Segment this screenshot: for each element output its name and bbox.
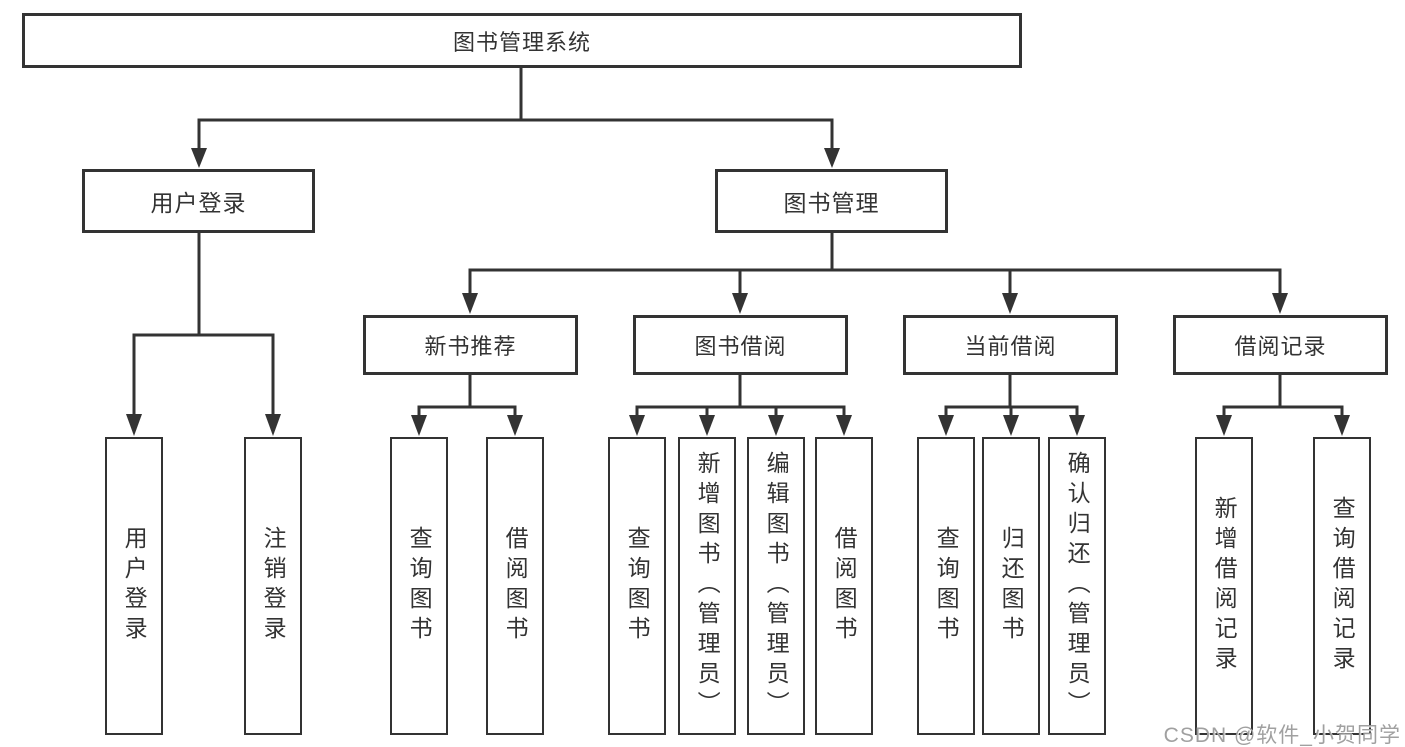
connector-borrow-record-split xyxy=(1216,375,1350,436)
leaf-br-query-borrow-record: 查询借阅记录 xyxy=(1313,437,1371,735)
leaf-cb-return-book-label: 归还图书 xyxy=(998,526,1025,646)
leaf-cb-confirm-return-admin: 确认归还（管理员） xyxy=(1048,437,1106,735)
leaf-nb-borrow-book-label: 借阅图书 xyxy=(502,526,529,646)
leaf-user-login: 用户登录 xyxy=(105,437,163,735)
leaf-bb-edit-book-admin: 编辑图书（管理员） xyxy=(747,437,805,735)
node-root-system: 图书管理系统 xyxy=(22,13,1022,68)
leaf-br-add-borrow-record-label: 新增借阅记录 xyxy=(1211,496,1238,676)
leaf-nb-query-book-label: 查询图书 xyxy=(406,526,433,646)
leaf-br-add-borrow-record: 新增借阅记录 xyxy=(1195,437,1253,735)
node-borrow-records: 借阅记录 xyxy=(1173,315,1388,375)
node-current-borrow: 当前借阅 xyxy=(903,315,1118,375)
leaf-nb-borrow-book: 借阅图书 xyxy=(486,437,544,735)
connector-book-borrow-split xyxy=(629,375,852,436)
connector-current-borrow-split xyxy=(938,375,1085,436)
leaf-cb-return-book: 归还图书 xyxy=(982,437,1040,735)
node-user-login: 用户登录 xyxy=(82,169,315,233)
csdn-watermark: CSDN @软件_小贺同学 xyxy=(1163,724,1401,747)
leaf-br-query-borrow-record-label: 查询借阅记录 xyxy=(1329,496,1356,676)
leaf-bb-query-book: 查询图书 xyxy=(608,437,666,735)
leaf-cb-query-book: 查询图书 xyxy=(917,437,975,735)
leaf-bb-borrow-book: 借阅图书 xyxy=(815,437,873,735)
leaf-bb-edit-book-admin-label: 编辑图书（管理员） xyxy=(763,451,790,721)
leaf-nb-query-book: 查询图书 xyxy=(390,437,448,735)
connector-user-login-split xyxy=(126,233,281,436)
node-new-book-recommend: 新书推荐 xyxy=(363,315,578,375)
leaf-bb-add-book-admin-label: 新增图书（管理员） xyxy=(694,451,721,721)
leaf-cb-confirm-return-admin-label: 确认归还（管理员） xyxy=(1064,451,1091,721)
connector-root-to-level2 xyxy=(191,68,840,168)
leaf-cb-query-book-label: 查询图书 xyxy=(933,526,960,646)
connector-new-book-split xyxy=(411,375,523,436)
leaf-logout-login: 注销登录 xyxy=(244,437,302,735)
connector-book-management-split xyxy=(462,233,1288,314)
leaf-bb-add-book-admin: 新增图书（管理员） xyxy=(678,437,736,735)
node-book-borrow: 图书借阅 xyxy=(633,315,848,375)
leaf-user-login-label: 用户登录 xyxy=(121,526,148,646)
leaf-bb-borrow-book-label: 借阅图书 xyxy=(831,526,858,646)
leaf-bb-query-book-label: 查询图书 xyxy=(624,526,651,646)
leaf-logout-login-label: 注销登录 xyxy=(260,526,287,646)
node-book-management: 图书管理 xyxy=(715,169,948,233)
